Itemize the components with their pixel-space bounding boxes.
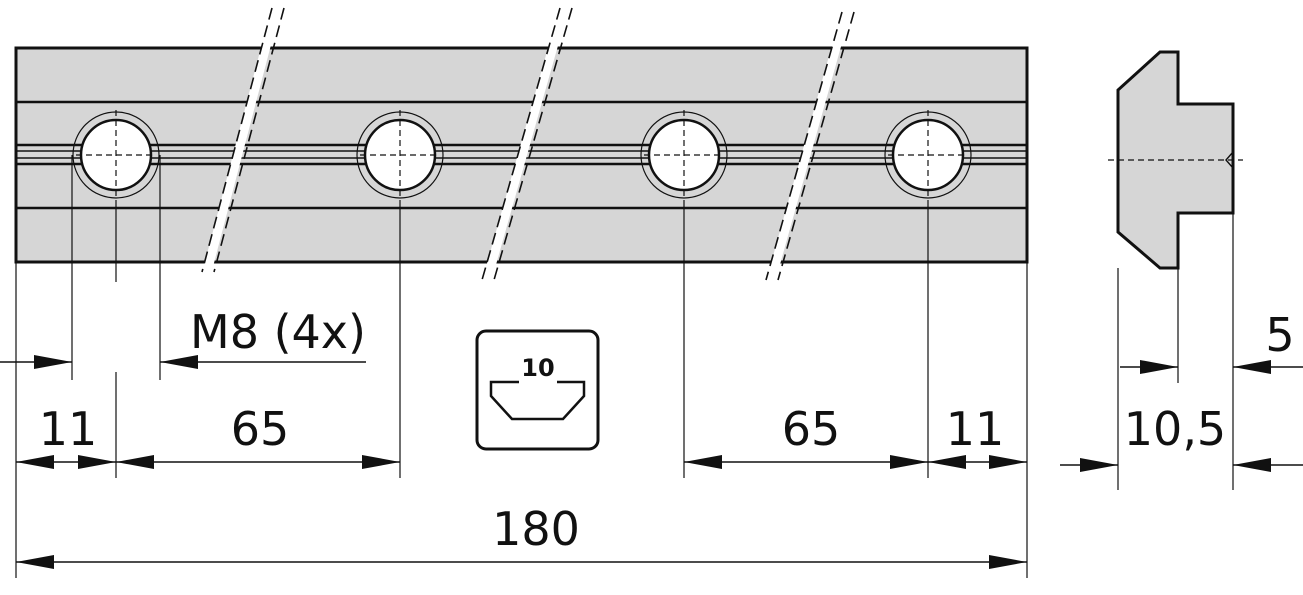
hole-3: [640, 110, 728, 200]
dim-end-offset-left: 11: [16, 402, 116, 469]
profile-notch: [1225, 151, 1234, 169]
dim-hole-pitch-right-label: 65: [782, 402, 841, 456]
slot-size-badge: 10: [475, 329, 600, 451]
break-line-2: [481, 6, 573, 282]
hole-4: [884, 110, 972, 200]
hole-2: [356, 110, 444, 200]
dim-end-offset-left-label: 11: [39, 402, 98, 456]
break-line-3: [765, 10, 855, 282]
slot-badge-frame: [475, 329, 600, 451]
slot-profile-icon: [489, 380, 586, 421]
dim-total-length: 180: [16, 502, 1027, 569]
dim-profile-depth: 5: [1120, 308, 1303, 374]
dim-profile-depth-label: 5: [1265, 308, 1294, 362]
dim-profile-width: 10,5: [1060, 402, 1303, 472]
dim-end-offset-right-label: 11: [946, 402, 1005, 456]
dim-total-length-label: 180: [492, 502, 580, 556]
dim-hole-pitch-right: 65: [684, 402, 928, 469]
dim-hole-pitch-left: 65: [116, 402, 400, 469]
t-profile-body: [1116, 50, 1235, 270]
extension-lines: [15, 155, 1234, 578]
hole-1: [72, 110, 160, 200]
thread-size-label: M8 (4x): [190, 305, 366, 359]
dim-hole-pitch-left-label: 65: [231, 402, 290, 456]
dim-end-offset-right: 11: [928, 402, 1027, 469]
profile-side-view: [1108, 50, 1243, 270]
dim-profile-width-label: 10,5: [1124, 402, 1226, 456]
slot-size-value: 10: [521, 354, 554, 382]
dim-thread-callout: M8 (4x): [0, 305, 366, 369]
break-line-1: [201, 6, 285, 274]
